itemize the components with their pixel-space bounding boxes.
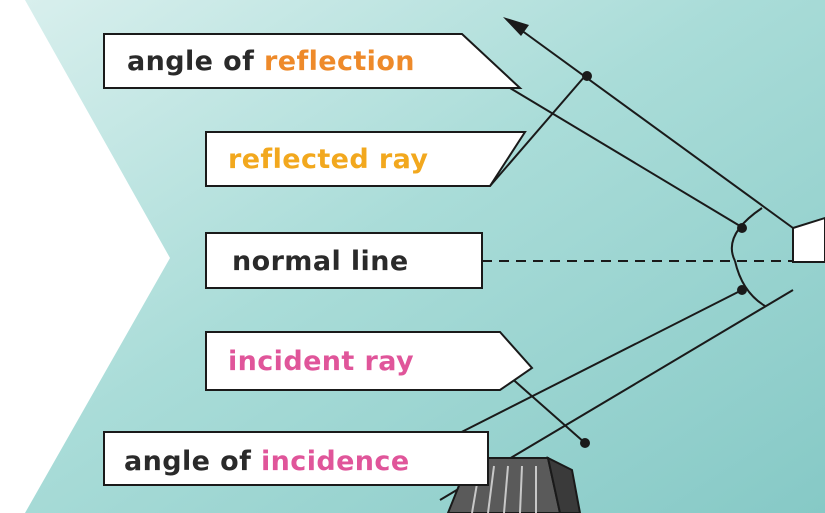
label-incident-ray: incident ray xyxy=(205,331,534,391)
pointer-angle-of-incidence xyxy=(429,289,743,449)
arrowhead-icon xyxy=(503,17,529,36)
label-highlight: reflection xyxy=(264,46,415,77)
label-normal-line: normal line xyxy=(205,232,483,289)
reflected-ray-line xyxy=(509,21,794,229)
pointer-reflected-ray xyxy=(489,75,586,187)
svg-text:angle of incidence: angle of incidence xyxy=(124,446,410,477)
label-text: reflected ray xyxy=(228,144,428,175)
angle-arc xyxy=(730,207,763,262)
dot xyxy=(737,285,747,295)
label-prefix: angle of xyxy=(124,446,261,477)
dot xyxy=(737,223,747,233)
label-text: normal line xyxy=(232,246,409,277)
label-text: incident ray xyxy=(228,346,414,377)
svg-text:angle of reflection: angle of reflection xyxy=(127,46,415,77)
label-highlight: incidence xyxy=(261,446,410,477)
mirror-icon xyxy=(792,216,825,263)
label-reflected-ray: reflected ray xyxy=(205,131,527,187)
label-angle-of-reflection: angle of reflection xyxy=(103,33,523,89)
label-prefix: angle of xyxy=(127,46,264,77)
dot xyxy=(580,438,590,448)
dot xyxy=(582,71,592,81)
label-angle-of-incidence: angle of incidence xyxy=(103,431,489,486)
